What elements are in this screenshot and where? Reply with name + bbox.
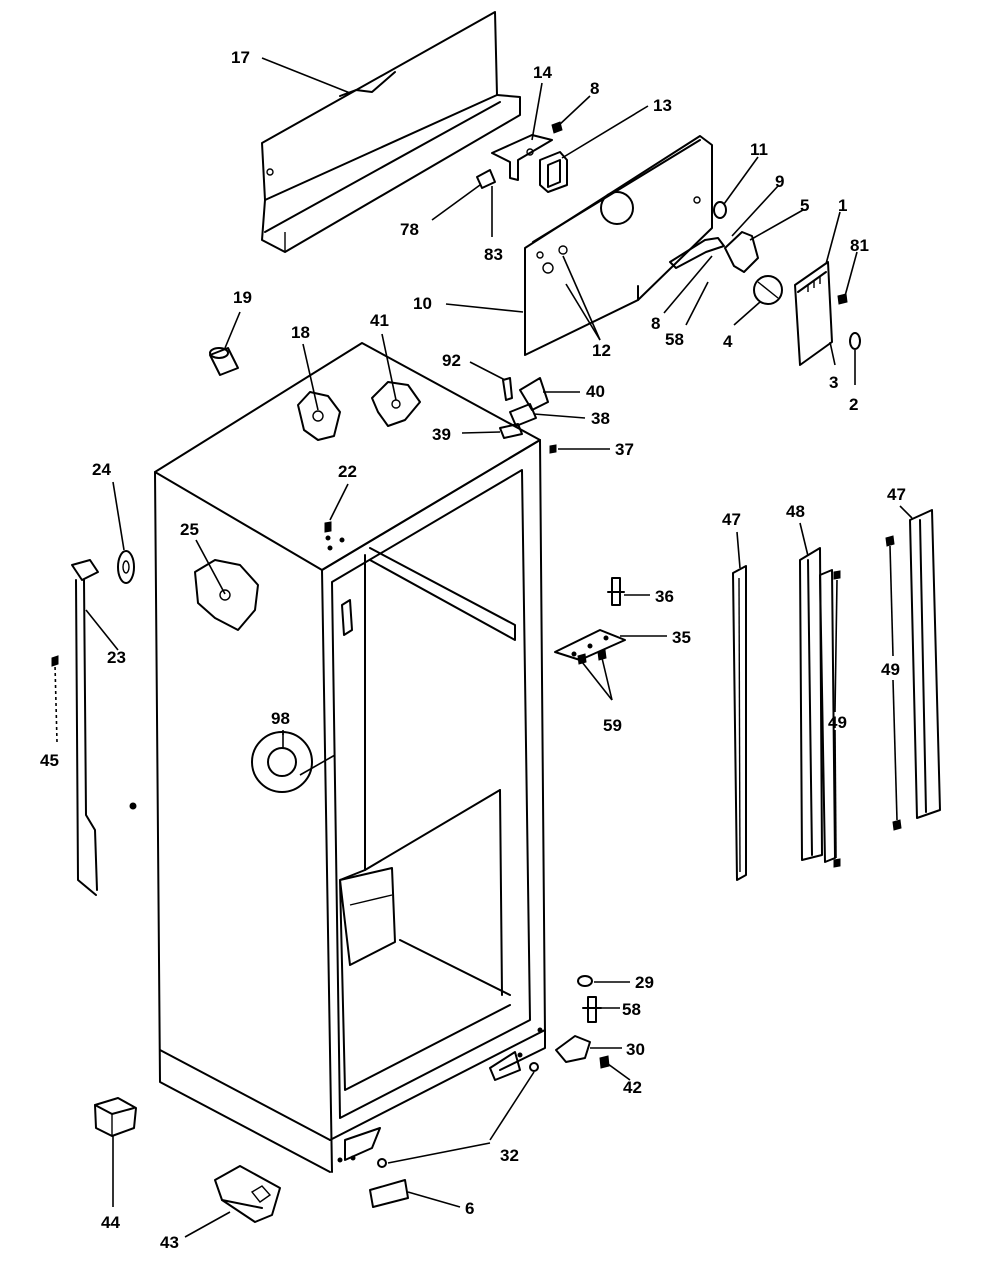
pin-36 [607, 577, 625, 606]
part-18 [297, 391, 341, 441]
rod-23 [71, 559, 99, 896]
clip-83 [476, 169, 496, 189]
callout-4: 4 [723, 332, 733, 351]
callout-35: 35 [672, 628, 691, 647]
callout-48: 48 [786, 502, 805, 521]
callout-11: 11 [750, 140, 768, 159]
grommet-98 [251, 731, 313, 793]
callout-47-left: 47 [722, 510, 741, 529]
part-39 [499, 423, 523, 439]
callout-2: 2 [849, 395, 858, 414]
callout-58-top: 58 [665, 330, 684, 349]
nut-2 [849, 332, 861, 350]
plug-32 [377, 1062, 539, 1168]
hinge-35 [554, 629, 626, 661]
callout-43: 43 [160, 1233, 179, 1252]
gasket-strip-47-left [732, 565, 747, 881]
strip-49-mid [819, 569, 841, 868]
cabinet-body [129, 342, 546, 1173]
callout-30: 30 [626, 1040, 645, 1059]
knob-4 [753, 275, 783, 305]
roller-24 [117, 550, 135, 584]
callout-83: 83 [484, 245, 503, 264]
callout-39: 39 [432, 425, 451, 444]
hinge-40 [519, 377, 549, 411]
callout-40: 40 [586, 382, 605, 401]
hinge-30 [555, 1035, 591, 1063]
callout-17: 17 [231, 48, 250, 67]
callout-81: 81 [850, 236, 869, 255]
plate-6 [369, 1179, 409, 1208]
breaker-strip-48 [799, 547, 823, 861]
shaft-9 [669, 237, 725, 269]
callout-23: 23 [107, 648, 126, 667]
callout-10: 10 [413, 294, 432, 313]
washer-29 [577, 975, 593, 987]
callout-42: 42 [623, 1078, 642, 1097]
screws-59 [577, 649, 607, 665]
callout-92: 92 [442, 351, 461, 370]
callout-41: 41 [370, 311, 389, 330]
bracket-1 [794, 261, 833, 366]
bracket-14 [491, 134, 553, 181]
leveler-43 [214, 1165, 281, 1223]
callout-45: 45 [40, 751, 59, 770]
callout-8-top: 8 [590, 79, 599, 98]
gasket-strip-47-right [909, 509, 941, 819]
callout-13: 13 [653, 96, 672, 115]
callout-58-bottom: 58 [622, 1000, 641, 1019]
callout-19: 19 [233, 288, 252, 307]
callout-38: 38 [591, 409, 610, 428]
screw-22 [324, 521, 332, 533]
callout-25: 25 [180, 520, 199, 539]
control-panel-10 [524, 135, 713, 356]
callout-24: 24 [92, 460, 111, 479]
screw-81 [837, 293, 848, 305]
callout-18: 18 [291, 323, 310, 342]
part-11 [713, 201, 727, 219]
callout-47-right: 47 [887, 485, 906, 504]
screw-45 [51, 655, 59, 667]
strip-49-right [885, 535, 902, 831]
callout-labels: 17 14 8 13 78 83 11 9 5 1 81 10 12 8 58 … [40, 48, 906, 1252]
callout-98: 98 [271, 709, 290, 728]
switch-13 [539, 151, 568, 193]
screw-42 [599, 1055, 610, 1069]
pin-58-bottom [582, 996, 602, 1023]
callout-37: 37 [615, 440, 634, 459]
callout-1: 1 [838, 196, 847, 215]
callout-8-mid: 8 [651, 314, 660, 333]
bracket-25 [194, 559, 259, 631]
callout-6: 6 [465, 1199, 474, 1218]
screw-92 [502, 377, 513, 401]
leader-lines [54, 57, 913, 1238]
callout-9: 9 [775, 172, 784, 191]
callout-78: 78 [400, 220, 419, 239]
part-41 [371, 381, 421, 427]
callout-3: 3 [829, 373, 838, 392]
screw-37 [549, 444, 557, 454]
callout-22: 22 [338, 462, 357, 481]
callout-14: 14 [533, 63, 552, 82]
part-38 [509, 403, 537, 427]
dial-5 [724, 231, 759, 273]
cap-19 [209, 347, 239, 376]
callout-29: 29 [635, 973, 654, 992]
callout-49-right: 49 [881, 660, 900, 679]
callout-49-mid: 49 [828, 713, 847, 732]
callout-32: 32 [500, 1146, 519, 1165]
block-44 [94, 1097, 137, 1137]
callout-44: 44 [101, 1213, 120, 1232]
callout-36: 36 [655, 587, 674, 606]
top-trim-panel [261, 11, 521, 253]
callout-5: 5 [800, 196, 809, 215]
callout-12: 12 [592, 341, 611, 360]
callout-59: 59 [603, 716, 622, 735]
